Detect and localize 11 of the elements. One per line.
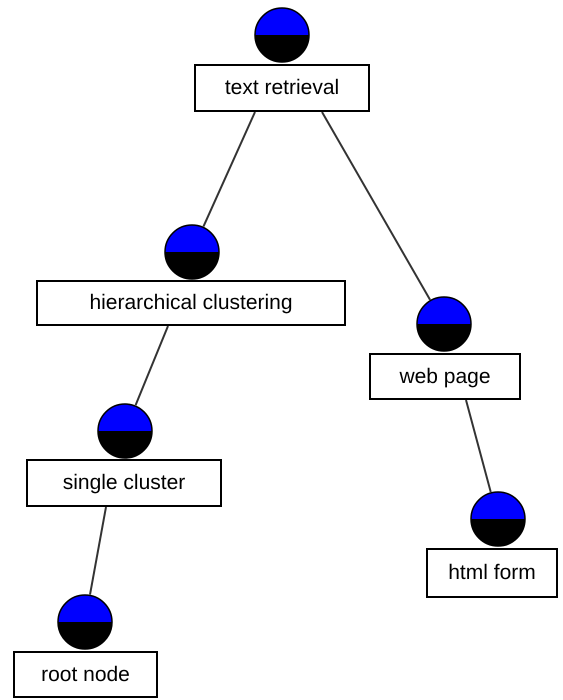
connector-line	[202, 112, 256, 227]
node-label: single cluster	[26, 459, 222, 507]
connector-line	[134, 326, 169, 406]
node-label: hierarchical clustering	[36, 280, 346, 326]
node-label: root node	[13, 651, 158, 698]
connector-line	[89, 506, 107, 595]
connector-line	[465, 400, 492, 492]
connector-line	[321, 112, 431, 300]
node-label: web page	[369, 353, 521, 400]
node-label: text retrieval	[194, 64, 370, 112]
node-label: html form	[426, 548, 558, 598]
